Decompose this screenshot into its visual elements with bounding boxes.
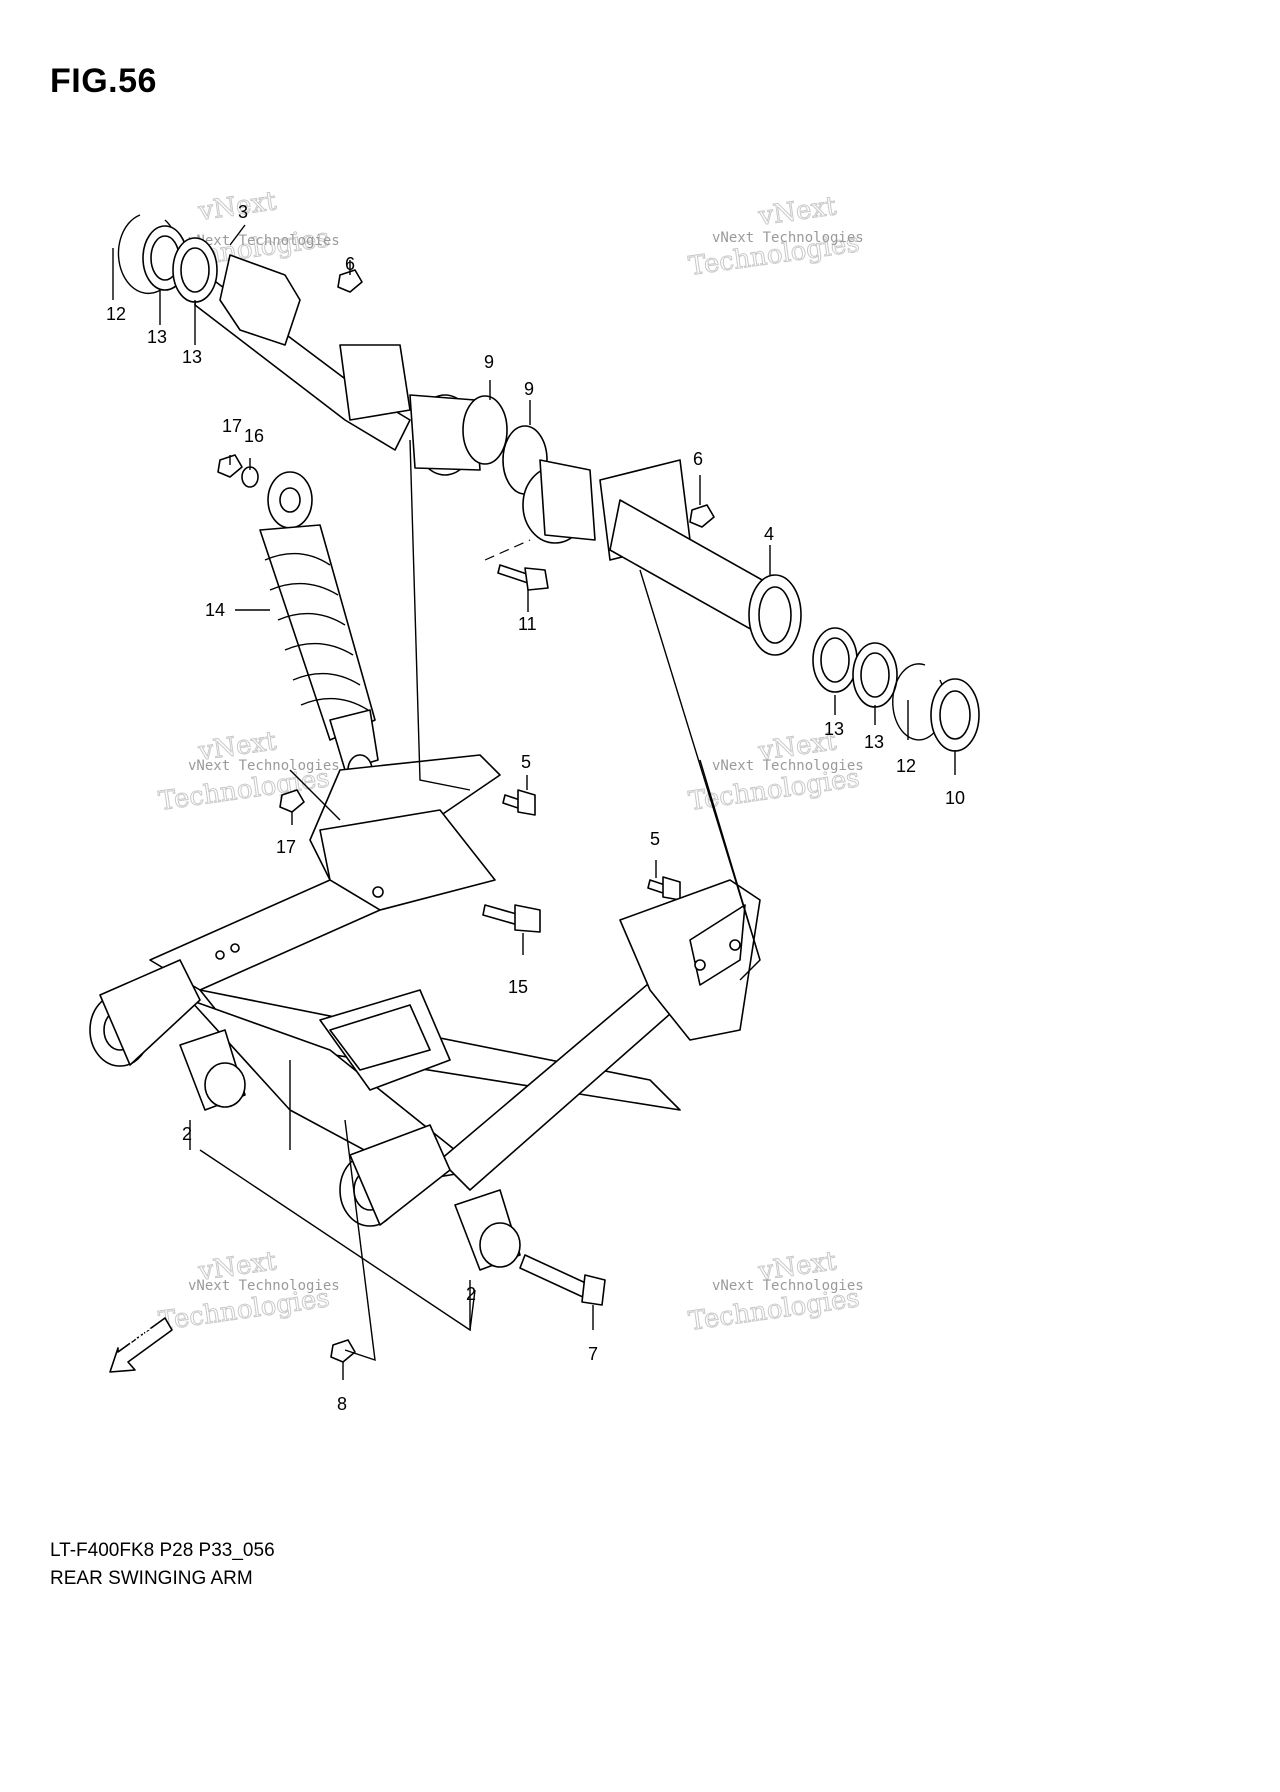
svg-text:vNext Technologies: vNext Technologies [712, 230, 864, 246]
nut-6-top [337, 269, 363, 293]
callout-13-left-b: 13 [182, 347, 202, 367]
svg-text:vNext Technologies: vNext Technologies [188, 1278, 340, 1294]
callout-9-right: 9 [524, 379, 534, 399]
callout-11: 11 [518, 614, 537, 634]
callout-4: 4 [764, 524, 774, 544]
callout-12-right: 12 [896, 756, 916, 776]
diagram-name: REAR SWINGING ARM [50, 1568, 253, 1589]
watermark-top-right: vNext Technologies vNext Technologies [686, 191, 864, 283]
bearing-right-outer [852, 642, 898, 708]
bolt-5-lower [647, 876, 681, 901]
bearing-right-inner [812, 627, 858, 693]
bolt-7 [519, 1254, 606, 1306]
callout-14: 14 [205, 600, 225, 620]
fwd-arrow-icon: FWD [109, 1317, 173, 1373]
callout-numbers: 12 13 13 3 6 9 9 6 4 17 16 14 11 13 13 1… [106, 202, 965, 1414]
callout-13-right-b: 13 [864, 732, 884, 752]
nut-17-lower [279, 789, 305, 813]
callout-16: 16 [244, 426, 264, 446]
callout-9-left: 9 [484, 352, 494, 372]
callout-8: 8 [337, 1394, 347, 1414]
nut-8 [330, 1339, 356, 1363]
o-ring-9-left [462, 395, 508, 465]
callout-15: 15 [508, 977, 528, 997]
watermark-bottom-right: vNext Technologies vNext Technologies [686, 1246, 864, 1338]
bolt-11 [497, 564, 549, 591]
callout-10: 10 [945, 788, 965, 808]
callout-7: 7 [588, 1344, 598, 1364]
callout-5-lower: 5 [650, 829, 660, 849]
bearing-left-inner [172, 237, 218, 303]
svg-text:vNext Technologies: vNext Technologies [712, 758, 864, 774]
diagram-code: LT-F400FK8 P28 P33_056 [50, 1540, 275, 1561]
bolt-15 [482, 904, 541, 933]
svg-text:vNext Technologies: vNext Technologies [712, 1278, 864, 1294]
callout-6-right: 6 [693, 449, 703, 469]
pivot-shaft-right [522, 459, 802, 656]
callout-17-lower: 17 [276, 837, 296, 857]
callout-13-right-a: 13 [824, 719, 844, 739]
callout-12-left: 12 [106, 304, 126, 324]
swing-arm [89, 754, 761, 1227]
bush-2-right [454, 1189, 521, 1271]
nut-6-right [689, 504, 715, 528]
pivot-shaft-left [194, 254, 481, 476]
bolt-5-upper [502, 789, 536, 816]
callout-13-left-a: 13 [147, 327, 167, 347]
bush-2-left [179, 1029, 246, 1111]
watermark-bottom-left: vNext Technologies vNext Technologies [156, 1246, 340, 1338]
callout-17-top: 17 [222, 416, 242, 436]
oil-seal-10 [930, 678, 980, 752]
svg-text:vNext: vNext [756, 191, 839, 232]
callout-3: 3 [238, 202, 248, 222]
figure-label: FIG.56 [50, 62, 157, 100]
svg-text:vNext Technologies: vNext Technologies [188, 233, 340, 249]
assembly-lines [112, 224, 956, 1380]
callout-2-right: 2 [466, 1284, 476, 1304]
callout-5-upper: 5 [521, 752, 531, 772]
nut-17-top [217, 454, 243, 478]
svg-text:vNext Technologies: vNext Technologies [188, 758, 340, 774]
callout-2-left: 2 [182, 1124, 192, 1144]
rear-shock-absorber [259, 471, 379, 786]
callout-6-top: 6 [345, 254, 355, 274]
watermark-mid-left: vNext Technologies vNext Technologies [156, 726, 340, 818]
